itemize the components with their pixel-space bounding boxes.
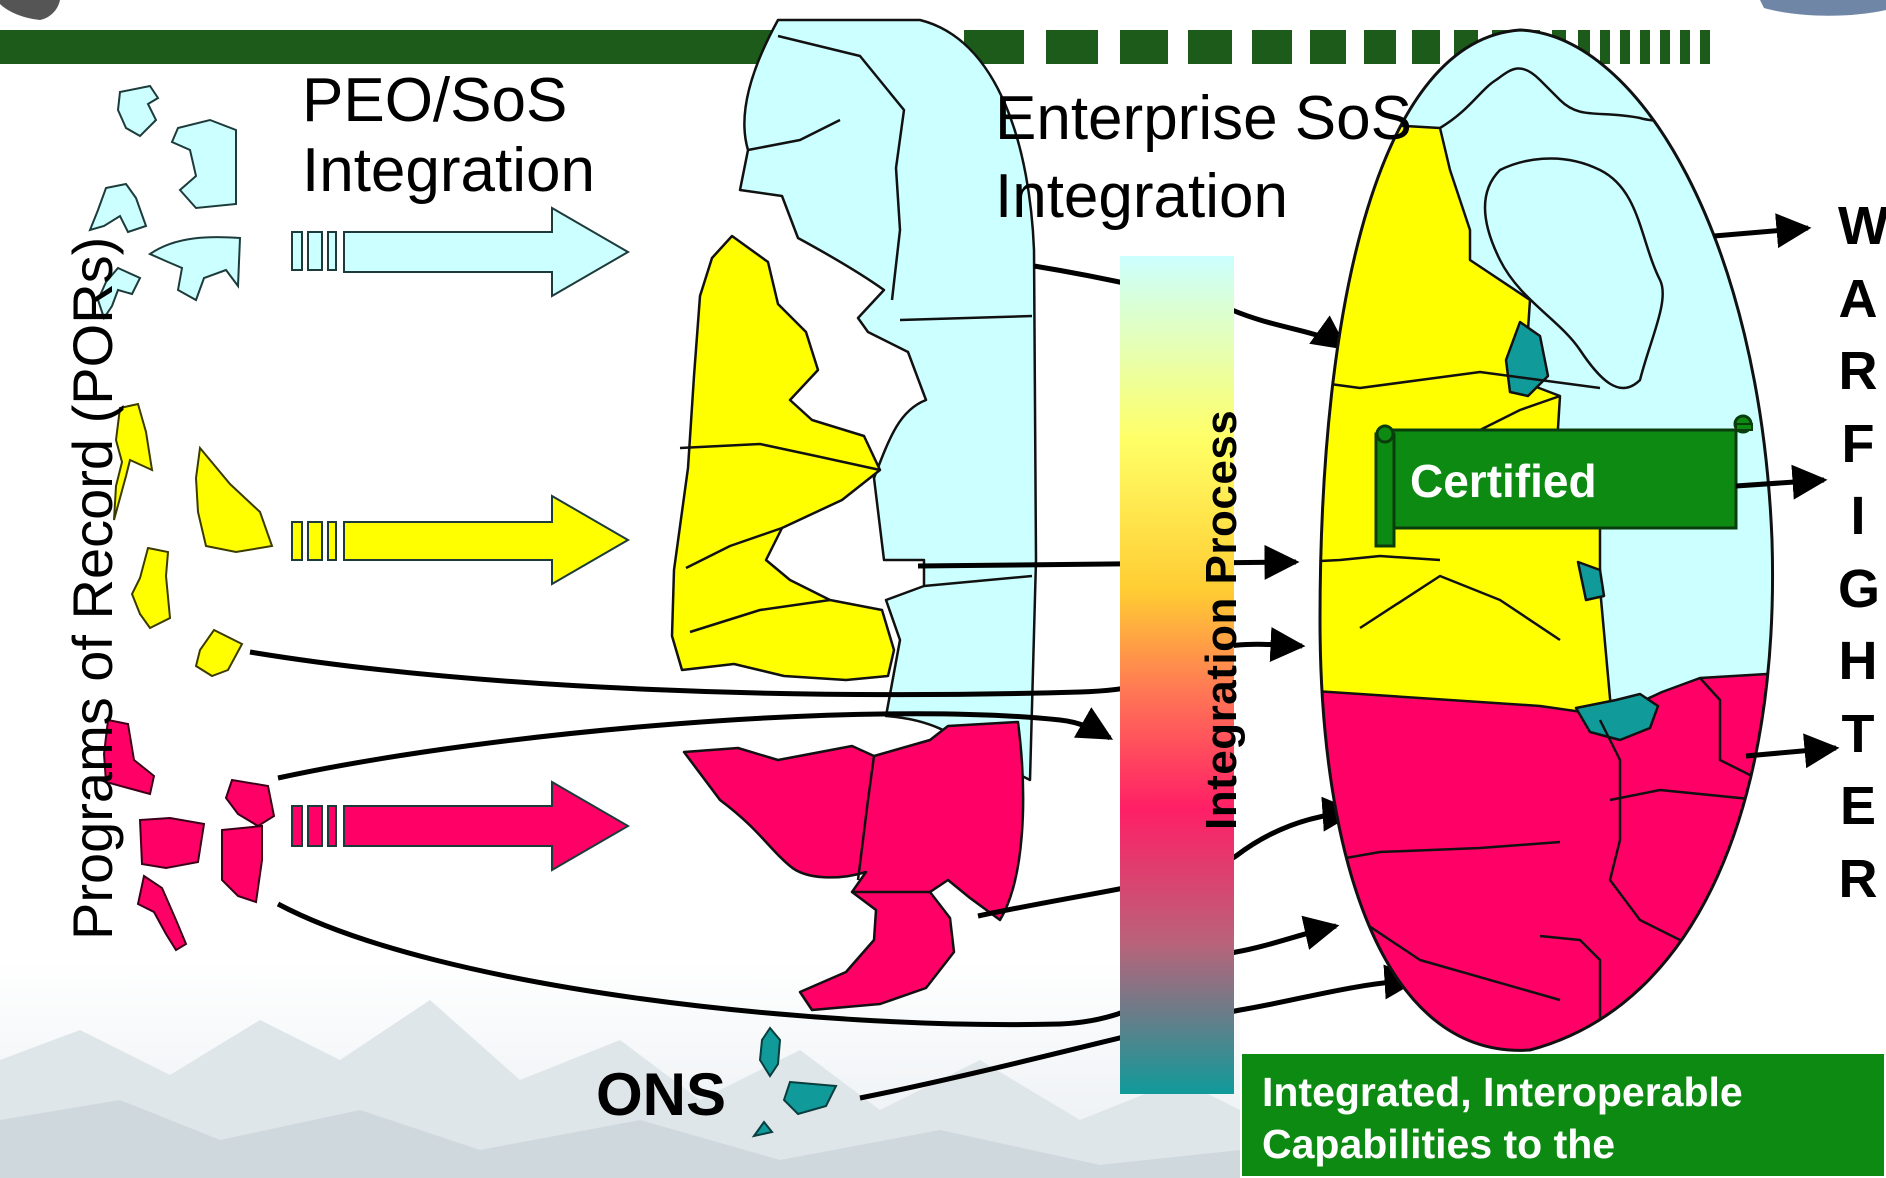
warfighter-letter: I [1850,486,1866,546]
integration-process-bar [1120,256,1234,1094]
ons-fragments [751,1026,838,1138]
programs-of-record-label: Programs of Record (PORs) [61,236,124,940]
ons-label: ONS [596,1061,727,1128]
teal-fragment [1576,560,1606,602]
yellow-cluster-piece [670,234,896,682]
peo-integrated-cluster [670,18,1038,1012]
logo-left-fragment [0,0,60,20]
warfighter-letter: W [1838,196,1886,256]
cyan-block-arrow [291,206,630,298]
yellow-por-pieces [113,402,274,678]
capabilities-line-2: Capabilities to the [1262,1121,1616,1167]
peo-sos-heading: PEO/SoS Integration [302,66,595,206]
cyan-por-pieces [88,84,242,321]
enterprise-sos-label: Enterprise SoS [995,84,1412,153]
warfighter-letter: A [1838,268,1878,329]
crimson-cluster-piece [682,720,1025,1012]
warfighter-letter: H [1838,631,1878,691]
warfighter-letter: R [1838,848,1878,909]
peo-integration-label: Integration [302,136,595,205]
warfighter-letter: E [1839,776,1877,836]
integration-process-label: Integration Process [1197,409,1246,830]
warfighter-letter: F [1841,413,1875,474]
yellow-block-arrow [291,494,630,586]
warfighter-letter: G [1838,558,1881,619]
crimson-por-pieces [102,718,276,952]
block-arrows [291,206,630,872]
warfighter-arrows [1713,213,1840,769]
certified-banner [1374,414,1753,548]
crimson-oval-region [1320,670,1773,1051]
warfighter-letter: R [1838,341,1878,401]
seal-right-fragment [1760,0,1886,16]
peo-sos-label: PEO/SoS [302,66,568,135]
enterprise-integration-label: Integration [995,162,1288,231]
warfighter-vertical-label: W A R F I G H T E R [1838,190,1886,915]
capabilities-line-1: Integrated, Interoperable [1262,1069,1743,1115]
crimson-block-arrow [291,780,630,872]
warfighter-letter: T [1841,703,1875,764]
certified-label: Certified [1410,455,1597,507]
teal-fragment [1574,692,1660,742]
capabilities-box: Integrated, Interoperable Capabilities t… [1240,1052,1886,1178]
enterprise-sos-heading: Enterprise SoS Integration [995,80,1412,236]
enterprise-oval [1318,28,1775,1052]
